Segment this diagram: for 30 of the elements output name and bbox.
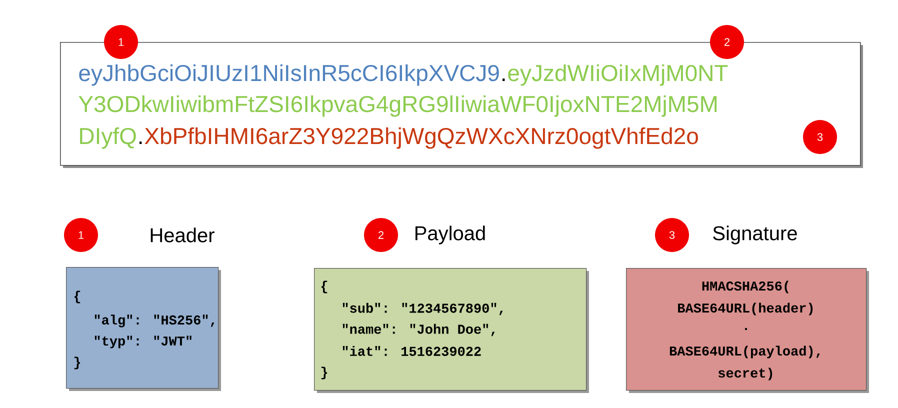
- code-line: "alg": "HS256",: [94, 314, 214, 328]
- section-heading: Payload: [416, 226, 485, 244]
- token-text: .: [139, 142, 142, 144]
- code-line: "name": "John Doe",: [342, 324, 495, 336]
- code-line: .: [745, 328, 747, 330]
- code-line: BASE64URL(payload),: [670, 346, 820, 358]
- code-line: HMACSHA256(: [702, 280, 789, 294]
- code-line: {: [322, 280, 328, 294]
- code-line: }: [74, 356, 80, 370]
- code-line: {: [74, 290, 80, 304]
- code-line: BASE64URL(header): [678, 302, 813, 316]
- number-badge: 3: [655, 218, 689, 252]
- token-text: eyJhbGciOiJIUzI1NiIsInR5cCI6IkpXVCJ9: [79, 64, 499, 86]
- code-line: "sub": "1234567890",: [342, 302, 503, 316]
- number-badge: 2: [364, 218, 398, 252]
- token-text: Y3ODkwIiwibmFtZSI6IkpvaG4gRG9lIiwiaWF0IjoxNTE2MjM5M: [78, 95, 717, 117]
- number-badge: 2: [710, 25, 744, 59]
- code-line: secret): [718, 368, 772, 380]
- code-line: "iat": 1516239022: [342, 346, 481, 356]
- token-text: eyJzdWIiOiIxMjM0NT: [508, 64, 728, 86]
- section-heading: Header: [150, 228, 214, 242]
- code-line: "typ": "JWT": [94, 336, 192, 348]
- token-text: XbPfbIHMI6arZ3Y922BhjWgQzWXcXNrz0ogtVhfEd2o: [144, 127, 698, 149]
- token-text: DIyfQ: [80, 127, 136, 149]
- number-badge: 1: [104, 25, 138, 59]
- token-text: .: [502, 78, 505, 81]
- section-heading: Signature: [713, 226, 797, 244]
- number-badge: 1: [64, 218, 98, 252]
- number-badge: 3: [803, 120, 837, 154]
- code-line: }: [321, 366, 328, 380]
